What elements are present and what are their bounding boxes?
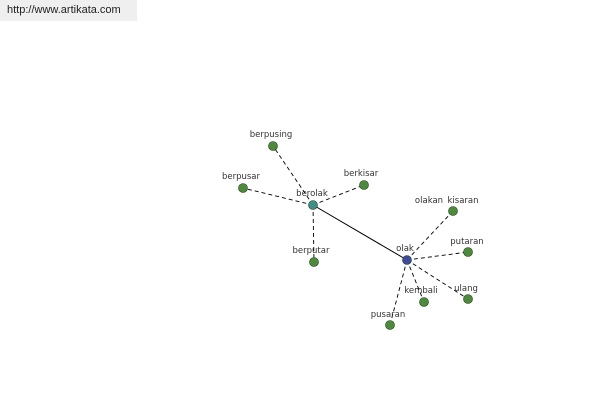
- node-berpusing[interactable]: [268, 141, 278, 151]
- node-kisaran[interactable]: [448, 206, 458, 216]
- node-label-pusaran[interactable]: pusaran: [371, 310, 406, 320]
- node-label-ulang[interactable]: ulang: [454, 284, 478, 294]
- edge-berolak-olak: [312, 204, 408, 261]
- labels-layer: berolak olak berpusing berpusar berkisar berp…: [222, 130, 484, 320]
- node-label-berolak[interactable]: berolak: [296, 189, 328, 199]
- node-label-kisaran[interactable]: kisaran: [447, 196, 478, 206]
- node-label-berpusing[interactable]: berpusing: [250, 130, 292, 140]
- node-berpusar[interactable]: [238, 183, 248, 193]
- edge-olak-putaran: [406, 251, 469, 261]
- node-pusaran[interactable]: [385, 320, 395, 330]
- edge-berolak-berkisar: [312, 184, 365, 206]
- node-label-berkisar[interactable]: berkisar: [344, 169, 379, 179]
- edge-berolak-berpusar: [242, 187, 314, 206]
- node-label-kembali[interactable]: kembali: [404, 286, 437, 296]
- node-label-olakan[interactable]: olakan: [415, 196, 443, 206]
- node-berolak[interactable]: [308, 200, 318, 210]
- node-label-berpusar[interactable]: berpusar: [222, 172, 261, 182]
- edge-berolak-berpusing: [272, 145, 314, 206]
- edge-olak-ulang: [406, 259, 469, 300]
- node-kembali[interactable]: [419, 297, 429, 307]
- node-ulang[interactable]: [463, 294, 473, 304]
- node-label-berputar[interactable]: berputar: [293, 246, 330, 256]
- edge-berolak-berputar: [312, 204, 315, 263]
- edge-olak-kisaran: [406, 210, 454, 261]
- edge-olak-kembali: [406, 259, 425, 303]
- node-berputar[interactable]: [309, 257, 319, 267]
- edges-layer: [242, 145, 469, 326]
- node-putaran[interactable]: [463, 247, 473, 257]
- node-label-putaran[interactable]: putaran: [450, 237, 483, 247]
- node-olak[interactable]: [402, 255, 412, 265]
- node-label-olak[interactable]: olak: [396, 244, 414, 254]
- node-berkisar[interactable]: [359, 180, 369, 190]
- nodes-layer: [238, 141, 473, 330]
- site-url-label: http://www.artikata.com: [0, 0, 137, 21]
